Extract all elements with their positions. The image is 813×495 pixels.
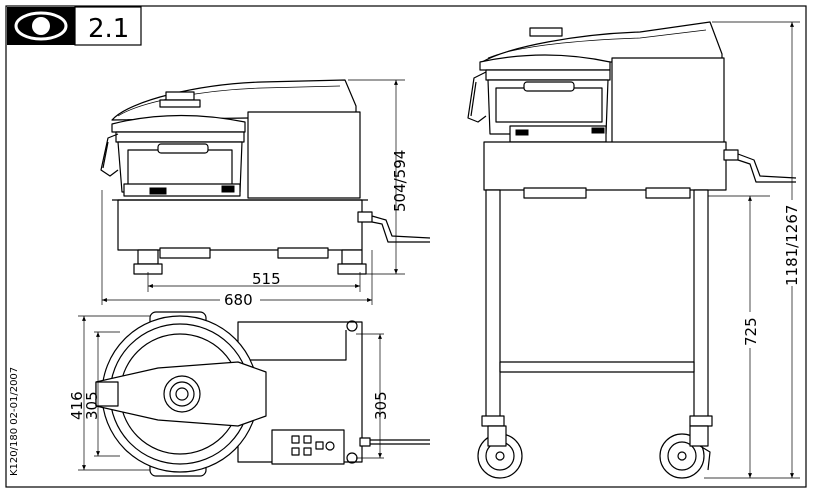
stand-view: 1181/1267 725 [467,21,802,479]
top-outer-dimension: 416 [68,391,86,420]
eye-icon [14,11,68,41]
side-view: 504/594 515 680 [100,79,431,309]
total-height-dimension: 1181/1267 [783,205,801,286]
top-inner-dimension: 305 [83,391,101,420]
document-code: K120/180 02-01/2007 [9,367,20,476]
side-inner-width-dimension: 515 [252,270,281,288]
drawing-frame [5,5,807,488]
side-outer-width-dimension: 680 [224,291,253,309]
top-view: 416 305 305 [68,311,430,477]
section-number: 2.1 [88,14,129,44]
side-height-dimension: 504/594 [391,150,409,212]
top-right-dimension: 305 [372,391,390,420]
stand-height-dimension: 725 [742,317,760,346]
view-badge: 2.1 [7,6,142,46]
